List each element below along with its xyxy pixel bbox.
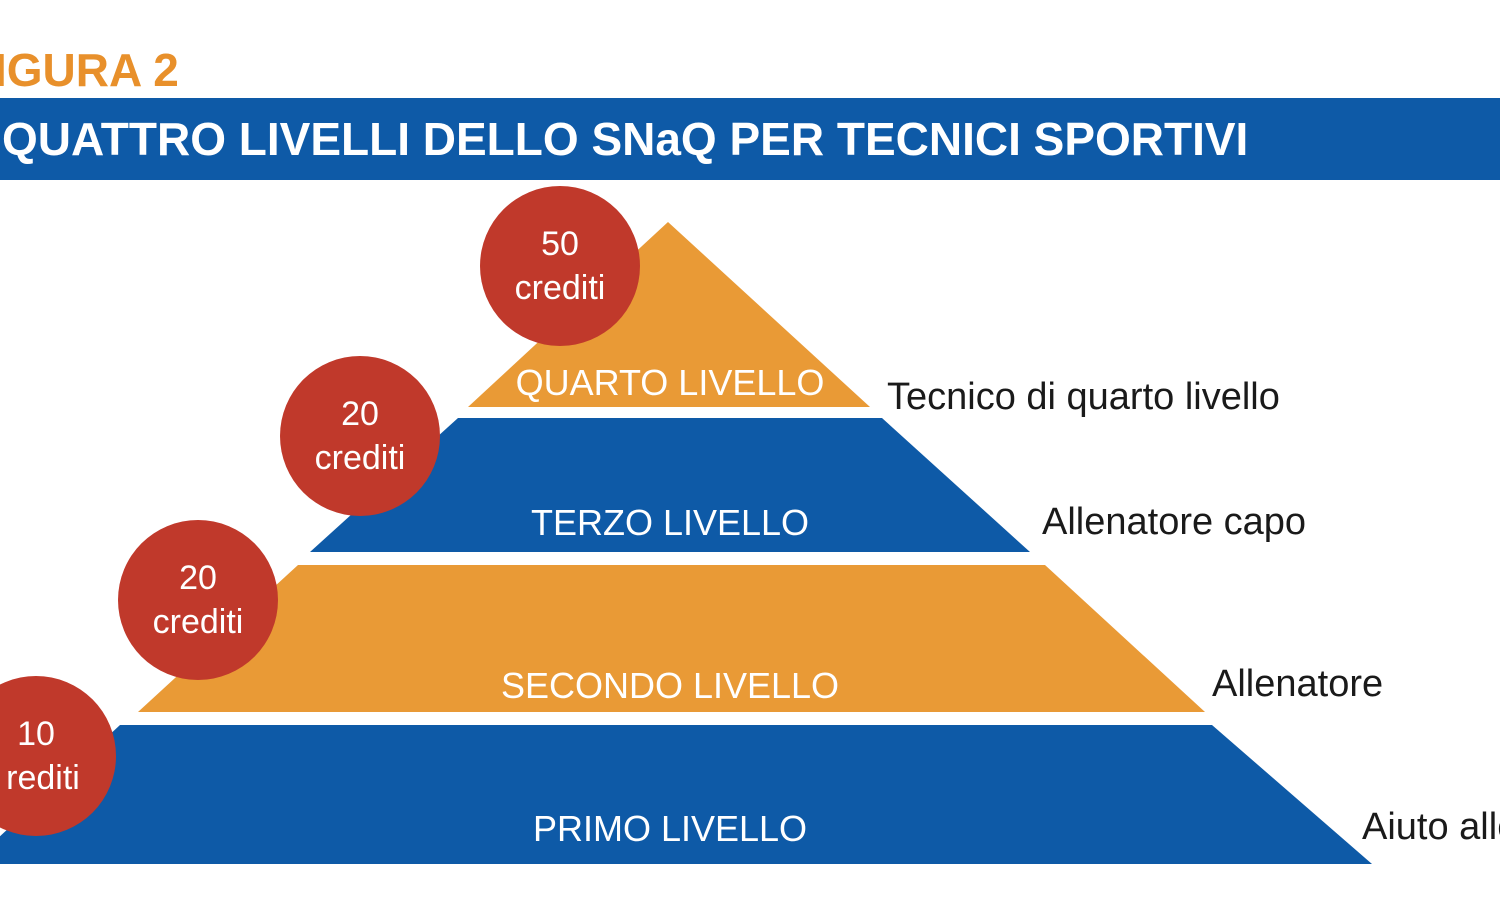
level-1-shape <box>0 725 1372 864</box>
level-2-role: Allenatore <box>1212 663 1383 705</box>
level-3-shape <box>310 418 1030 552</box>
level-2-name: SECONDO LIVELLO <box>501 665 839 706</box>
level-4-credits-value: 50 <box>541 225 579 263</box>
level-2-credits-value: 20 <box>179 559 217 597</box>
level-2-credits-circle <box>118 520 278 680</box>
level-1-role: Aiuto alle <box>1362 806 1500 848</box>
level-1-credits-circle <box>0 676 116 836</box>
level-4-credits-unit: crediti <box>515 269 606 307</box>
level-3-credits-badge: 20 crediti <box>280 356 440 516</box>
level-1-credits-badge: 10 rediti <box>0 676 116 836</box>
level-3-name: TERZO LIVELLO <box>531 502 809 543</box>
level-1-credits-unit: rediti <box>6 759 80 797</box>
level-4-credits-circle <box>480 186 640 346</box>
level-4-role: Tecnico di quarto livello <box>887 376 1280 418</box>
level-2-credits-badge: 20 crediti <box>118 520 278 680</box>
figure-title: QUATTRO LIVELLI DELLO SNaQ PER TECNICI S… <box>2 113 1249 165</box>
level-1-credits-value: 10 <box>17 715 55 753</box>
figure-label: IGURA 2 <box>0 44 179 96</box>
level-3-credits-circle <box>280 356 440 516</box>
level-4-name: QUARTO LIVELLO <box>516 362 825 403</box>
level-4-shape <box>468 222 870 407</box>
level-3-role: Allenatore capo <box>1042 501 1306 543</box>
level-1-name: PRIMO LIVELLO <box>533 808 807 849</box>
title-bar: QUATTRO LIVELLI DELLO SNaQ PER TECNICI S… <box>0 98 1500 180</box>
level-2-shape <box>138 565 1205 712</box>
level-4-credits-badge: 50 crediti <box>480 186 640 346</box>
level-3-credits-value: 20 <box>341 395 379 433</box>
level-3-credits-unit: crediti <box>315 439 406 477</box>
level-2-credits-unit: crediti <box>153 603 244 641</box>
